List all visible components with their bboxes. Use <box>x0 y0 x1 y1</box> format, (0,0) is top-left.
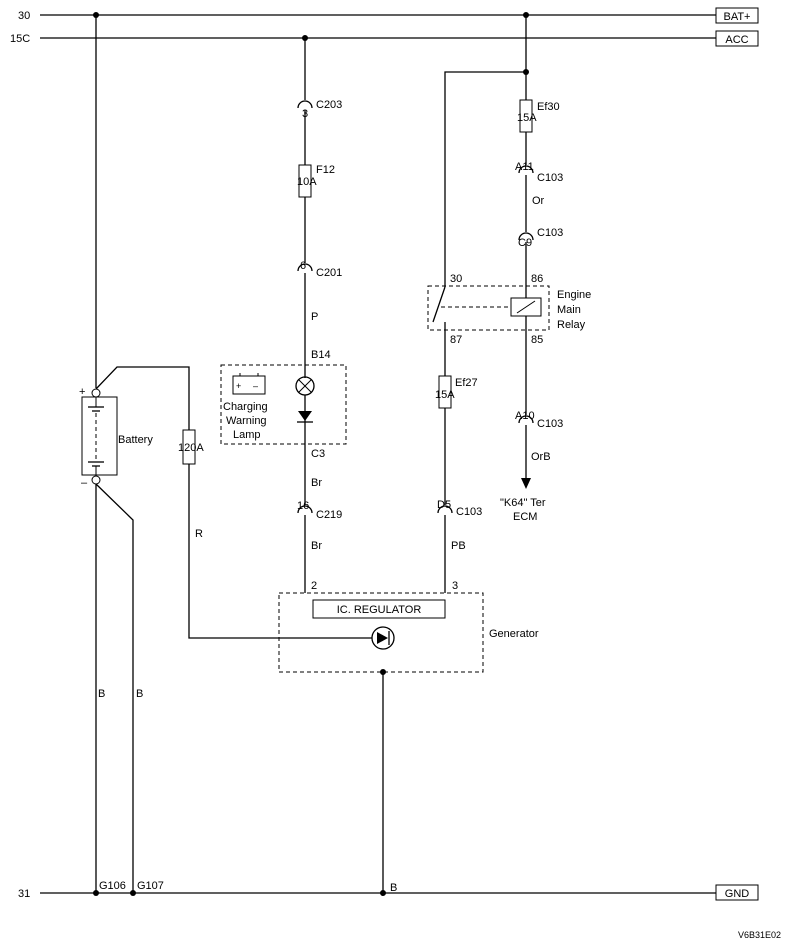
battery-symbol-icon <box>232 375 266 395</box>
wire-color-or: Or <box>532 195 545 207</box>
bat-plus-label: BAT+ <box>723 11 750 23</box>
battery-plus: + <box>79 386 85 398</box>
generator-label: Generator <box>489 628 539 640</box>
c9-connector: C103 <box>537 227 563 239</box>
lamp-label-2: Warning <box>226 415 267 427</box>
rail-30-label: 30 <box>18 10 30 22</box>
rail-31-label: 31 <box>18 888 30 900</box>
fuse-ef30: Ef30 15A <box>517 99 560 133</box>
c203-label: C203 <box>316 99 342 111</box>
main-fuse-amp: 120A <box>178 442 204 454</box>
fuse-f12: F12 10A <box>297 164 335 198</box>
relay-pin-87: 87 <box>450 334 462 346</box>
wire-color-br-2: Br <box>311 540 322 552</box>
gnd-label: GND <box>725 888 750 900</box>
d5-connector: C103 <box>456 506 482 518</box>
connector-c203: 3 C203 <box>297 99 342 120</box>
a10-connector: C103 <box>537 418 563 430</box>
connector-a10: A10 C103 <box>515 410 563 430</box>
a10-pin: A10 <box>515 410 535 422</box>
charging-warning-lamp: + – Charging Warning Lamp <box>220 364 347 445</box>
f12-name: F12 <box>316 164 335 176</box>
wire-b-g107 <box>95 483 134 893</box>
battery-minus: – <box>81 477 88 489</box>
connector-c201: 6 C201 <box>297 260 342 279</box>
acc-label: ACC <box>725 34 748 46</box>
wire-color-pb: PB <box>451 540 466 552</box>
battery: + – Battery <box>79 15 190 489</box>
rail-31: 31 GND <box>18 884 759 901</box>
wire-r <box>188 464 372 639</box>
battery-cell <box>81 396 118 476</box>
c201-pin: 6 <box>300 260 306 272</box>
wire-color-b-left: B <box>98 688 105 700</box>
generator-pin-2: 2 <box>311 580 317 592</box>
connector-b14: B14 <box>311 349 331 361</box>
c9-pin: C9 <box>518 237 532 249</box>
engine-main-relay: 30 86 87 85 Engine Main Relay <box>427 270 591 505</box>
lamp-icon-minus: – <box>253 381 258 391</box>
connector-c9: C9 C103 <box>518 227 563 249</box>
wire-color-b-mid: B <box>136 688 143 700</box>
ef27-amp: 15A <box>435 389 455 401</box>
gnd-terminal <box>715 884 759 901</box>
acc-terminal <box>715 30 759 47</box>
relay-pin-86: 86 <box>531 273 543 285</box>
generator-pin-3: 3 <box>452 580 458 592</box>
relay-pin-85: 85 <box>531 334 543 346</box>
arrow-down-icon <box>521 478 531 489</box>
a11-connector: C103 <box>537 172 563 184</box>
wire-color-r: R <box>195 528 203 540</box>
connector-c3: C3 <box>311 448 325 460</box>
ecm-label-2: ECM <box>513 511 537 523</box>
wire-color-orb: OrB <box>531 451 551 463</box>
ic-regulator-box <box>312 599 446 619</box>
c219-label: C219 <box>316 509 342 521</box>
rail-15c-label: 15C <box>10 33 30 45</box>
lamp-icon-plus: + <box>236 381 241 391</box>
ground-g107: G107 <box>137 880 164 892</box>
ground-g106: G106 <box>99 880 126 892</box>
relay-label-1: Engine <box>557 289 591 301</box>
connector-c219: 16 C219 <box>297 500 342 521</box>
c201-label: C201 <box>316 267 342 279</box>
relay-label-3: Relay <box>557 319 586 331</box>
c203-pin: 3 <box>302 108 308 120</box>
lamp-label-1: Charging <box>223 401 268 413</box>
relay-switch-contact <box>432 286 446 323</box>
lamp-label-3: Lamp <box>233 429 261 441</box>
ef30-name: Ef30 <box>537 101 560 113</box>
generator: 2 3 IC. REGULATOR Generator <box>278 580 539 673</box>
bat-plus-terminal <box>715 7 759 24</box>
relay-branch-wire <box>444 15 527 480</box>
rail-15c: 15C ACC <box>10 30 759 47</box>
a11-pin: A11 <box>515 161 534 173</box>
wire-color-br-1: Br <box>311 477 322 489</box>
c219-pin: 16 <box>297 500 309 512</box>
relay-label-2: Main <box>557 304 581 316</box>
f12-amp: 10A <box>297 176 317 188</box>
battery-label: Battery <box>118 434 153 446</box>
diode-icon <box>298 411 312 421</box>
connector-a11: A11 C103 <box>515 161 563 184</box>
ef30-amp: 15A <box>517 112 537 124</box>
rail-30: 30 BAT+ <box>18 7 759 24</box>
d5-pin: D5 <box>437 499 451 511</box>
bulb-icon <box>295 376 315 396</box>
ef27-name: Ef27 <box>455 377 478 389</box>
ecm-label-1: "K64" Ter <box>500 497 546 509</box>
relay-pin-30: 30 <box>450 273 462 285</box>
ic-regulator-label: IC. REGULATOR <box>337 604 422 616</box>
diagram-code: V6B31E02 <box>738 930 781 940</box>
wire-color-p: P <box>311 311 318 323</box>
wire-color-b-ground: B <box>390 882 397 894</box>
fuse-120a: 120A <box>178 429 204 465</box>
fuse-ef27: Ef27 15A <box>435 375 478 409</box>
connector-d5: D5 C103 <box>437 499 482 518</box>
